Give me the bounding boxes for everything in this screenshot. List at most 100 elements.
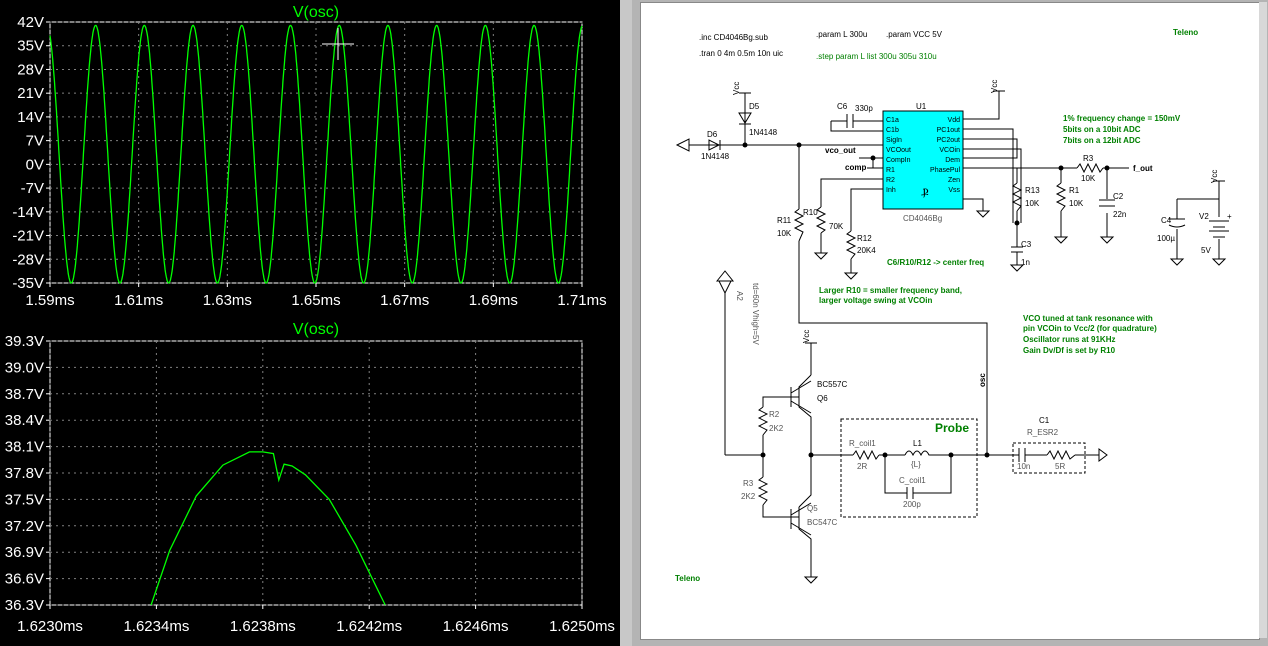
y-tick-label-1-3: 38.4V	[5, 412, 44, 429]
net-f-out: f_out	[1133, 164, 1153, 173]
resistor-resr-icon[interactable]	[1046, 449, 1076, 461]
schematic-drawing[interactable]: .inc CD4046Bg.sub .tran 0 4m 0.5m 10n ui…	[641, 3, 1259, 639]
note-vco-1: VCO tuned at tank resonance with	[1023, 314, 1153, 323]
r13-val: 10K	[1025, 199, 1040, 208]
ccoil-ref: C_coil1	[899, 476, 926, 485]
capacitor-c4-icon[interactable]	[1168, 218, 1186, 228]
plot-frame-0	[49, 21, 583, 284]
c3-ref: C3	[1021, 240, 1032, 249]
y-tick-label-1-10: 36.3V	[5, 597, 44, 614]
battery-v2-icon[interactable]	[1209, 220, 1229, 238]
schematic-canvas[interactable]: .inc CD4046Bg.sub .tran 0 4m 0.5m 10n ui…	[640, 2, 1260, 640]
directive-param-vcc: .param VCC 5V	[886, 30, 943, 39]
c1-ref: C1	[1039, 416, 1050, 425]
ground-vss-icon	[963, 198, 991, 218]
resistor-r13-icon[interactable]	[1011, 182, 1023, 212]
transistor-q6-icon[interactable]	[790, 380, 812, 414]
ic-pin-right-1: PC1out	[937, 127, 960, 134]
wire-supply	[1176, 180, 1225, 259]
pane-divider[interactable]	[620, 0, 632, 646]
ground-q5-icon	[803, 576, 819, 584]
capacitor-c6-icon[interactable]	[846, 114, 854, 128]
c2-val: 22n	[1113, 210, 1126, 219]
ground-v2-icon	[1211, 258, 1227, 266]
y-tick-label-0-10: -28V	[12, 251, 44, 268]
ic-pin-right-2: PC2out	[937, 137, 960, 144]
l1-ref: L1	[913, 439, 922, 448]
note-r10-2: larger voltage swing at VCOin	[819, 296, 932, 305]
ground-r12-icon	[843, 272, 859, 280]
inductor-l1-icon[interactable]	[904, 450, 931, 457]
note-center-freq: C6/R10/R12 -> center freq	[887, 258, 984, 267]
r3-val: 10K	[1081, 174, 1096, 183]
resistor-r2-icon[interactable]	[757, 406, 769, 436]
ic-pin-right-0: Vdd	[948, 117, 961, 124]
y-tick-label-1-1: 39.0V	[5, 359, 44, 376]
directive-param-l: .param L 300u	[816, 30, 867, 39]
y-tick-label-1-0: 39.3V	[5, 333, 44, 350]
note-vco-2: pin VCOin to Vcc/2 (for quadrature)	[1023, 324, 1157, 333]
y-tick-label-0-0: 42V	[17, 14, 44, 31]
y-tick-label-1-6: 37.5V	[5, 491, 44, 508]
q5-val: BC547C	[807, 518, 837, 527]
y-tick-label-0-4: 14V	[17, 109, 44, 126]
brand-top: Teleno	[1173, 28, 1198, 37]
rcoil-val: 2R	[857, 462, 867, 471]
net-osc: osc	[978, 373, 987, 387]
r13-ref: R13	[1025, 186, 1040, 195]
wire-d5	[739, 92, 751, 145]
waveform-plots[interactable]: 42V35V28V21V14V7V0V-7V-14V-21V-28V-35V1.…	[0, 0, 620, 646]
vertical-scrollbar[interactable]	[1259, 2, 1267, 638]
q6-val: BC557C	[817, 380, 847, 389]
x-tick-label-1-5: 1.6250ms	[549, 618, 615, 635]
a2-val: td=60n Vhigh=5V	[751, 283, 760, 345]
resr-val: 5R	[1055, 462, 1065, 471]
ic-pin-right-7: Vss	[948, 187, 960, 194]
ic-name: CD4046Bg	[903, 214, 942, 223]
r11-ref: R11	[777, 216, 792, 225]
esr-box[interactable]	[1012, 442, 1086, 474]
probe-box[interactable]	[840, 418, 978, 518]
ic-cd4046[interactable]	[882, 110, 964, 210]
vcc-label-d5: Vcc	[732, 82, 741, 95]
y-tick-label-0-7: -7V	[21, 180, 44, 197]
output-port-icon	[1098, 448, 1108, 462]
resistor-r12-icon[interactable]	[845, 230, 857, 260]
d6-val: 1N4148	[701, 152, 730, 161]
r2-ref: R2	[769, 410, 780, 419]
capacitor-ccoil-icon[interactable]	[906, 487, 914, 499]
resistor-r3b-icon[interactable]	[757, 476, 769, 506]
resistor-r11-icon[interactable]	[793, 208, 805, 242]
net-comp: comp	[845, 163, 866, 172]
resistor-rcoil-icon[interactable]	[852, 449, 880, 461]
y-tick-label-0-2: 28V	[17, 61, 44, 78]
wire-r13-r1	[963, 167, 1129, 239]
wire-push-pull	[725, 342, 841, 577]
buffer-a2-icon[interactable]	[718, 280, 732, 295]
ic-pin-left-0: C1a	[886, 117, 899, 124]
diode-d6-icon[interactable]	[708, 139, 721, 151]
r1-val: 10K	[1069, 199, 1084, 208]
y-tick-label-0-5: 7V	[26, 133, 44, 150]
y-tick-label-0-9: -21V	[12, 228, 44, 245]
note-r10-1: Larger R10 = smaller frequency band,	[819, 286, 962, 295]
junction-r1	[1058, 165, 1064, 171]
r2-val: 2K2	[769, 424, 784, 433]
transistor-q5-icon[interactable]	[790, 502, 812, 536]
resistor-r3-icon[interactable]	[1076, 162, 1104, 174]
x-tick-label-0-1: 1.61ms	[114, 292, 163, 309]
junction-vco	[870, 155, 876, 161]
diode-d5-icon[interactable]	[738, 112, 752, 124]
r12-ref: R12	[857, 234, 872, 243]
capacitor-c1-icon[interactable]	[1018, 448, 1026, 462]
resistor-r10-icon[interactable]	[815, 206, 827, 234]
junction-probe-b	[948, 452, 954, 458]
r1-ref: R1	[1069, 186, 1080, 195]
c4-val: 100µ	[1157, 234, 1175, 243]
capacitor-c2-icon[interactable]	[1099, 199, 1115, 207]
series-line-1	[150, 451, 386, 606]
resistor-r1-icon[interactable]	[1055, 182, 1067, 212]
wire-vdd	[963, 90, 1005, 120]
d6-ref: D6	[707, 130, 718, 139]
